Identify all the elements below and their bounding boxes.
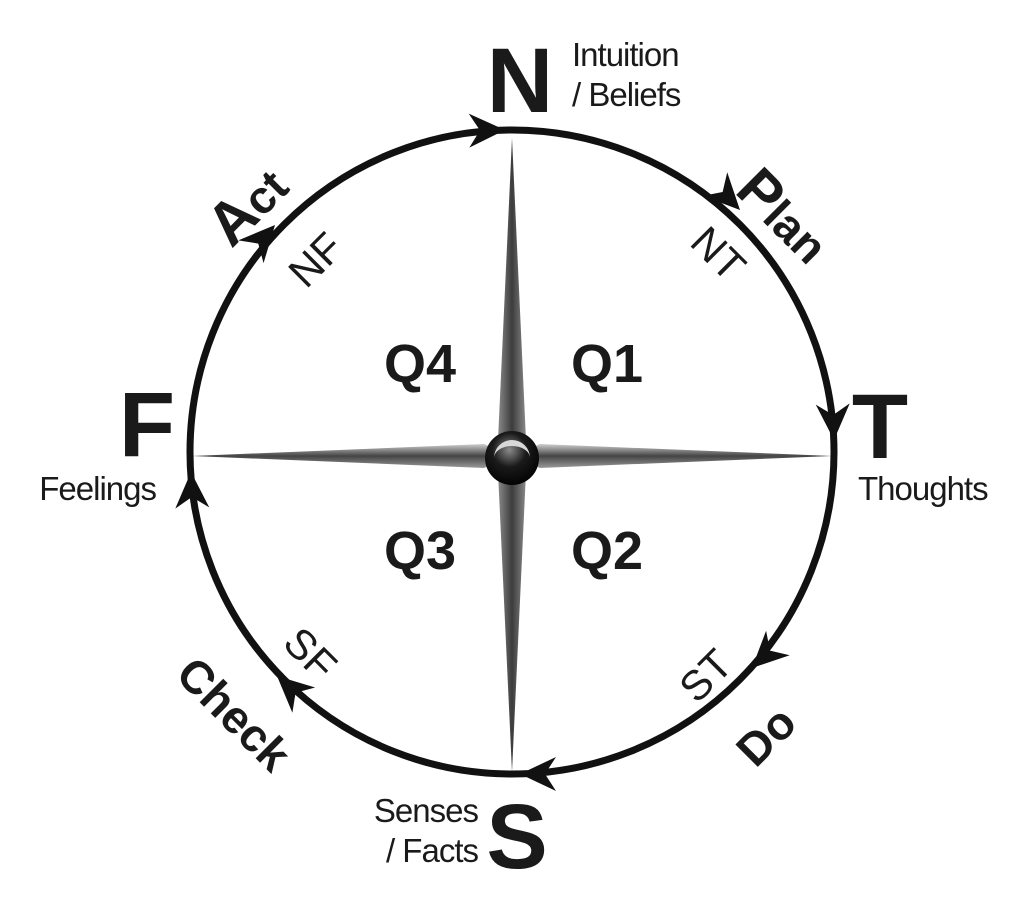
arrow-upper-left [238, 225, 275, 264]
pole-desc-s-line2: / Facts [386, 832, 479, 869]
pole-letter-f: F [119, 374, 175, 476]
needle-west [192, 444, 512, 468]
quadrant-q4: Q4 [384, 334, 456, 394]
needle-south [498, 456, 526, 772]
pair-nf: NF [279, 223, 352, 296]
arrow-heads [175, 113, 850, 791]
needle-north [498, 138, 526, 456]
pole-desc-n-line1: Intuition [572, 36, 679, 73]
quadrant-q3: Q3 [384, 521, 456, 581]
svg-text:Act: Act [193, 151, 300, 258]
quadrant-q1: Q1 [571, 334, 643, 394]
center-hub-highlight [494, 440, 530, 458]
pole-letter-s: S [486, 786, 547, 888]
pair-st: ST [670, 640, 741, 711]
phase-act: Act [193, 151, 300, 258]
arrow-upper-right [702, 172, 740, 210]
pole-desc-n-line2: / Beliefs [572, 76, 681, 113]
arrow-bottom [520, 757, 556, 791]
pole-desc-f: Feelings [39, 470, 156, 507]
arrow-left [175, 472, 210, 509]
pole-letter-n: N [487, 30, 553, 132]
cycle-circle [186, 126, 838, 778]
pole-letter-t: T [852, 376, 908, 478]
arrow-top [468, 113, 505, 148]
center-hub [485, 431, 539, 485]
phase-do: Do [726, 696, 806, 776]
arrow-right [815, 403, 850, 440]
needle-east [512, 444, 832, 468]
arrow-lower-right [752, 630, 790, 668]
arrow-lower-left [277, 676, 316, 713]
pair-nf-label: NF [279, 223, 352, 296]
quadrant-q2: Q2 [571, 521, 643, 581]
pole-desc-t: Thoughts [858, 470, 988, 507]
phase-check-label: Check [167, 647, 302, 782]
pair-st-label: ST [670, 640, 741, 711]
phase-do-label: Do [726, 696, 806, 776]
pole-desc-s-line1: Senses [374, 792, 479, 829]
phase-check: Check [167, 647, 302, 782]
